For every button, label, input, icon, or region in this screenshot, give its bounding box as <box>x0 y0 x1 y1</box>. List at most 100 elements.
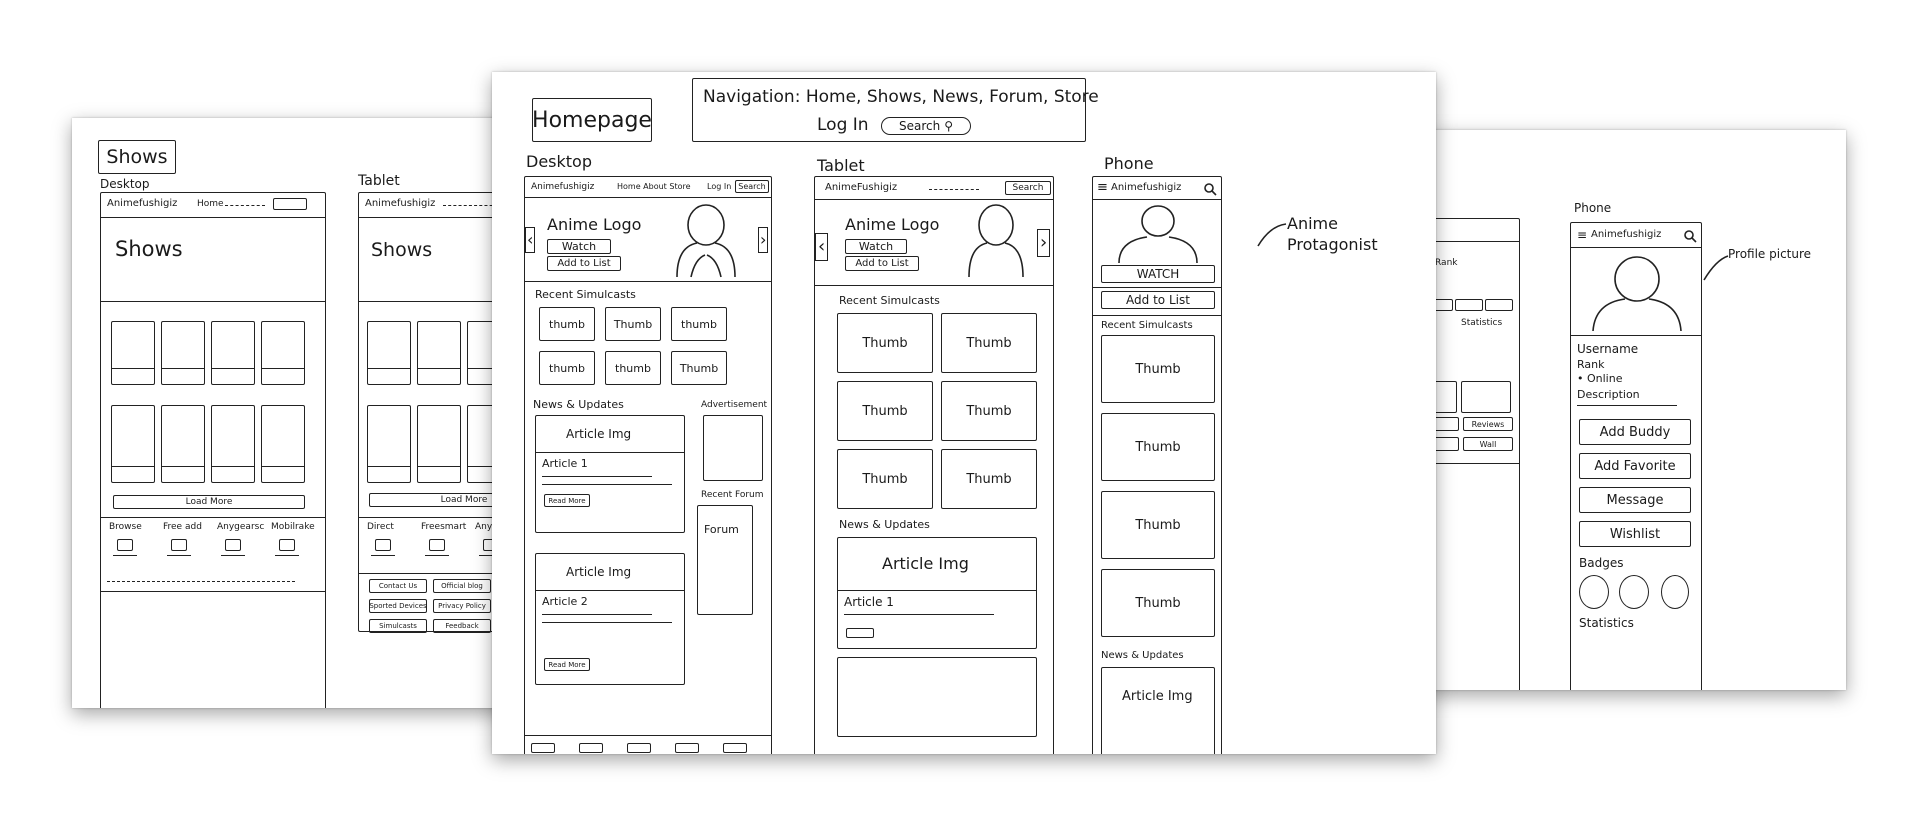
home-desktop-nav[interactable]: Home About Store <box>617 183 691 191</box>
desktop-header-divider <box>101 217 325 218</box>
thumb-card[interactable]: Thumb <box>605 307 661 341</box>
thumb-card[interactable]: Thumb <box>837 449 933 509</box>
thumb-card[interactable]: Thumb <box>1101 569 1215 637</box>
home-desktop-add-list[interactable]: Add to List <box>547 256 621 271</box>
thumb-card[interactable]: thumb <box>539 351 595 385</box>
profile-online: • Online <box>1577 373 1622 384</box>
footer-link[interactable]: Official blog <box>433 579 491 593</box>
article-line <box>542 614 652 615</box>
footer-link[interactable]: Feedback <box>433 619 491 633</box>
home-tablet-add-list-label: Add to List <box>855 258 908 269</box>
footer-link[interactable]: Simulcasts <box>369 619 427 633</box>
profile-tablet-tab-2[interactable] <box>1455 299 1483 311</box>
home-phone-search-icon[interactable] <box>1203 182 1217 196</box>
show-card[interactable] <box>417 321 461 385</box>
home-desktop-advertisement[interactable] <box>703 415 763 481</box>
thumb-card[interactable]: Thumb <box>837 313 933 373</box>
home-tablet-recent-heading: Recent Simulcasts <box>839 295 940 306</box>
home-tablet-read-more[interactable] <box>846 628 874 638</box>
show-card[interactable] <box>211 405 255 483</box>
show-card[interactable] <box>261 321 305 385</box>
home-phone-watch[interactable]: WATCH <box>1101 265 1215 283</box>
profile-tablet-tab-3[interactable] <box>1485 299 1513 311</box>
profile-action-label: Add Favorite <box>1594 459 1675 474</box>
profile-phone-header-divider <box>1571 247 1701 248</box>
desktop-hero-divider <box>101 301 325 302</box>
footer-link[interactable]: Privacy Policy <box>433 599 491 613</box>
home-tablet-watch[interactable]: Watch <box>845 239 907 254</box>
homepage-title: Homepage <box>532 108 652 133</box>
footer-icon <box>579 743 603 753</box>
read-more-button[interactable]: Read More <box>544 494 590 507</box>
profile-phone-brand: Animefushigiz <box>1591 230 1661 240</box>
footer-link[interactable]: Contact Us <box>369 579 427 593</box>
thumb-card[interactable]: Thumb <box>941 381 1037 441</box>
thumb-card[interactable]: Thumb <box>941 449 1037 509</box>
show-card-caption <box>418 466 460 467</box>
home-desktop-forum-box[interactable]: Forum <box>697 505 753 615</box>
hero-next-icon[interactable]: › <box>758 227 768 253</box>
home-phone-thumb-list: ThumbThumbThumbThumb <box>1101 335 1215 645</box>
profile-tablet-wall[interactable]: Wall <box>1463 437 1513 451</box>
show-card[interactable] <box>261 405 305 483</box>
thumb-label: Thumb <box>966 472 1011 487</box>
show-card[interactable] <box>111 405 155 483</box>
home-phone-recent-heading: Recent Simulcasts <box>1101 321 1193 331</box>
desktop-search-box[interactable] <box>273 198 307 210</box>
home-tablet-search[interactable]: Search <box>1005 181 1051 195</box>
show-card[interactable] <box>367 321 411 385</box>
show-card[interactable] <box>211 321 255 385</box>
profile-action-button[interactable]: Message <box>1579 487 1691 513</box>
home-desktop-search[interactable]: Search <box>735 180 769 193</box>
home-tablet-article-card[interactable]: Article Img Article 1 <box>837 537 1037 649</box>
show-card[interactable] <box>161 405 205 483</box>
home-phone-add-list[interactable]: Add to List <box>1101 291 1215 309</box>
home-tablet-article-card-2[interactable] <box>837 657 1037 737</box>
home-tablet-news-heading: News & Updates <box>839 519 930 530</box>
home-tablet-article-image: Article Img <box>882 556 969 572</box>
tablet-hero-prev-icon[interactable]: ‹ <box>815 233 828 261</box>
tablet-hero-next-icon[interactable]: › <box>1037 229 1050 257</box>
thumb-card[interactable]: thumb <box>539 307 595 341</box>
read-more-button[interactable]: Read More <box>544 658 590 671</box>
device-icon-base <box>167 555 191 556</box>
profile-action-button[interactable]: Add Favorite <box>1579 453 1691 479</box>
show-card[interactable] <box>367 405 411 483</box>
home-desktop-forum-label: Forum <box>704 524 739 535</box>
show-card[interactable] <box>111 321 155 385</box>
profile-badge-2 <box>1619 575 1649 609</box>
show-card[interactable] <box>417 405 461 483</box>
home-tablet-add-list[interactable]: Add to List <box>845 256 919 271</box>
thumb-card[interactable]: Thumb <box>1101 335 1215 403</box>
thumb-card[interactable]: Thumb <box>1101 491 1215 559</box>
show-card[interactable] <box>161 321 205 385</box>
desktop-nav-home[interactable]: Home <box>197 200 224 209</box>
device-icon <box>117 539 133 551</box>
profile-search-icon[interactable] <box>1683 229 1697 243</box>
profile-action-button[interactable]: Wishlist <box>1579 521 1691 547</box>
profile-menu-icon[interactable]: ≡ <box>1577 229 1587 241</box>
thumb-card[interactable]: thumb <box>605 351 661 385</box>
home-phone-menu-icon[interactable]: ≡ <box>1097 181 1108 194</box>
footer-link[interactable]: Sported Devices <box>369 599 427 613</box>
homepage-phone-frame: ≡ Animefushigiz WATCH Add to List Recent… <box>1092 176 1222 754</box>
home-desktop-login[interactable]: Log In <box>707 183 731 191</box>
desktop-page-heading: Shows <box>115 239 183 260</box>
home-desktop-watch[interactable]: Watch <box>547 239 611 254</box>
profile-description-line <box>1577 405 1677 406</box>
profile-avatar-divider <box>1571 335 1701 336</box>
thumb-card[interactable]: Thumb <box>671 351 727 385</box>
profile-tablet-reviews[interactable]: Reviews <box>1463 417 1513 431</box>
thumb-card[interactable]: Thumb <box>1101 413 1215 481</box>
desktop-load-more[interactable]: Load More <box>113 495 305 509</box>
read-more-label: Read More <box>548 497 585 505</box>
navigation-search-icon: ⚲ <box>944 119 953 133</box>
thumb-card[interactable]: Thumb <box>941 313 1037 373</box>
profile-action-button[interactable]: Add Buddy <box>1579 419 1691 445</box>
home-phone-article-card[interactable]: Article Img <box>1101 667 1215 754</box>
hero-prev-icon[interactable]: ‹ <box>525 227 535 253</box>
thumb-card[interactable]: thumb <box>671 307 727 341</box>
thumb-card[interactable]: Thumb <box>837 381 933 441</box>
